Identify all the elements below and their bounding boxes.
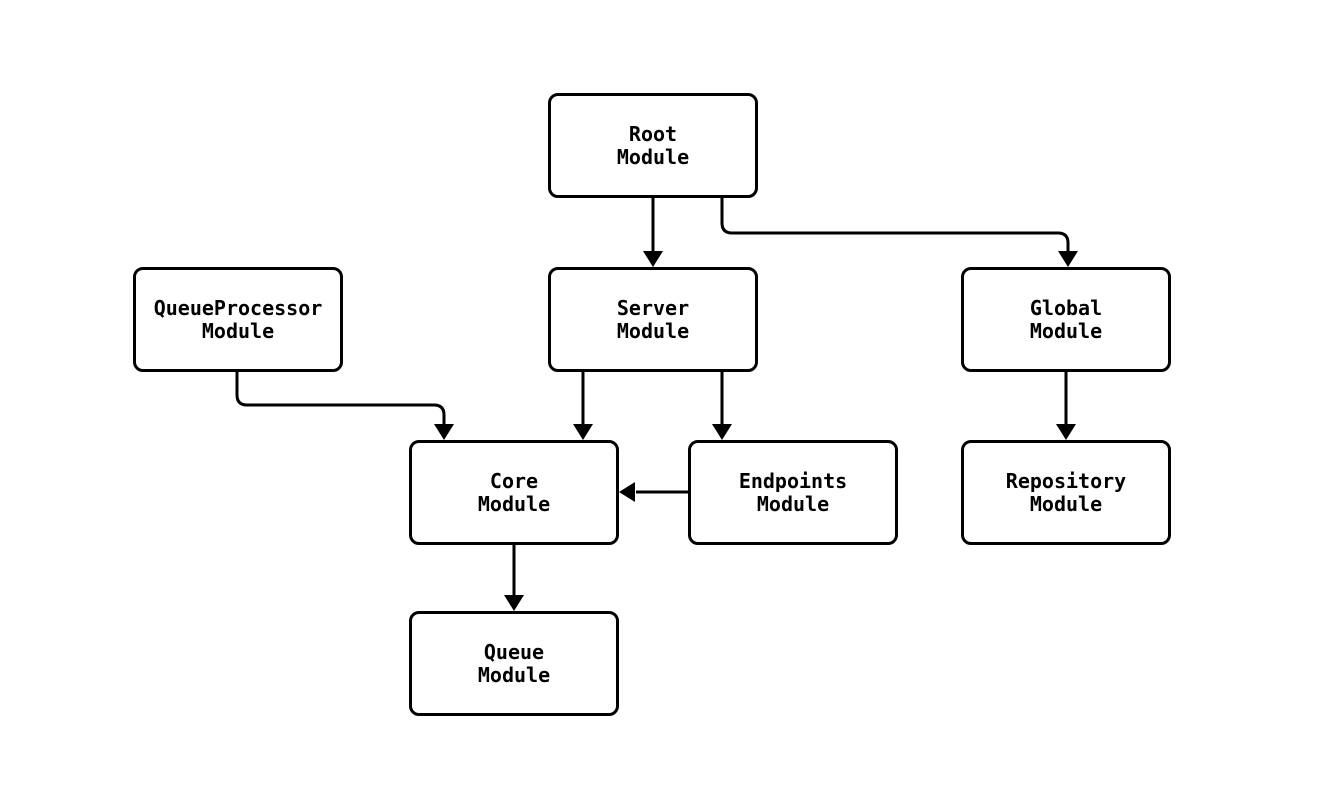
arrowhead-endpoints-to-core [619, 482, 635, 502]
node-label: Server [616, 295, 690, 320]
node-label: Repository [1005, 468, 1127, 493]
edge-queueprocessor-to-core [235, 372, 446, 425]
node-endpoints-module: Endpoints Module [688, 440, 898, 545]
arrowhead-server-to-endpoints [712, 424, 732, 440]
node-global-module: Global Module [961, 267, 1171, 372]
arrowhead-queueprocessor-to-core [434, 424, 454, 440]
node-server-module: Server Module [548, 267, 758, 372]
node-label: Core [489, 468, 539, 493]
node-label: Module [477, 491, 551, 516]
node-label: Module [616, 144, 690, 169]
node-label: Module [201, 318, 275, 343]
node-label: Module [1029, 318, 1103, 343]
node-label: Endpoints [738, 468, 848, 493]
node-label: Module [477, 662, 551, 687]
edge-root-to-global [720, 198, 1070, 252]
node-queue-module: Queue Module [409, 611, 619, 716]
node-root-module: Root Module [548, 93, 758, 198]
node-core-module: Core Module [409, 440, 619, 545]
arrowhead-global-to-repository [1056, 424, 1076, 440]
node-label: Module [616, 318, 690, 343]
node-label: Root [628, 121, 678, 146]
arrowhead-root-to-global [1058, 251, 1078, 267]
node-label: Global [1029, 295, 1103, 320]
node-queueprocessor-module: QueueProcessor Module [133, 267, 343, 372]
node-repository-module: Repository Module [961, 440, 1171, 545]
arrowhead-root-to-server [643, 251, 663, 267]
node-label: Queue [483, 639, 545, 664]
node-label: Module [756, 491, 830, 516]
arrowhead-core-to-queue [504, 595, 524, 611]
node-label: QueueProcessor [153, 295, 323, 320]
arrowhead-server-to-core [573, 424, 593, 440]
node-label: Module [1029, 491, 1103, 516]
